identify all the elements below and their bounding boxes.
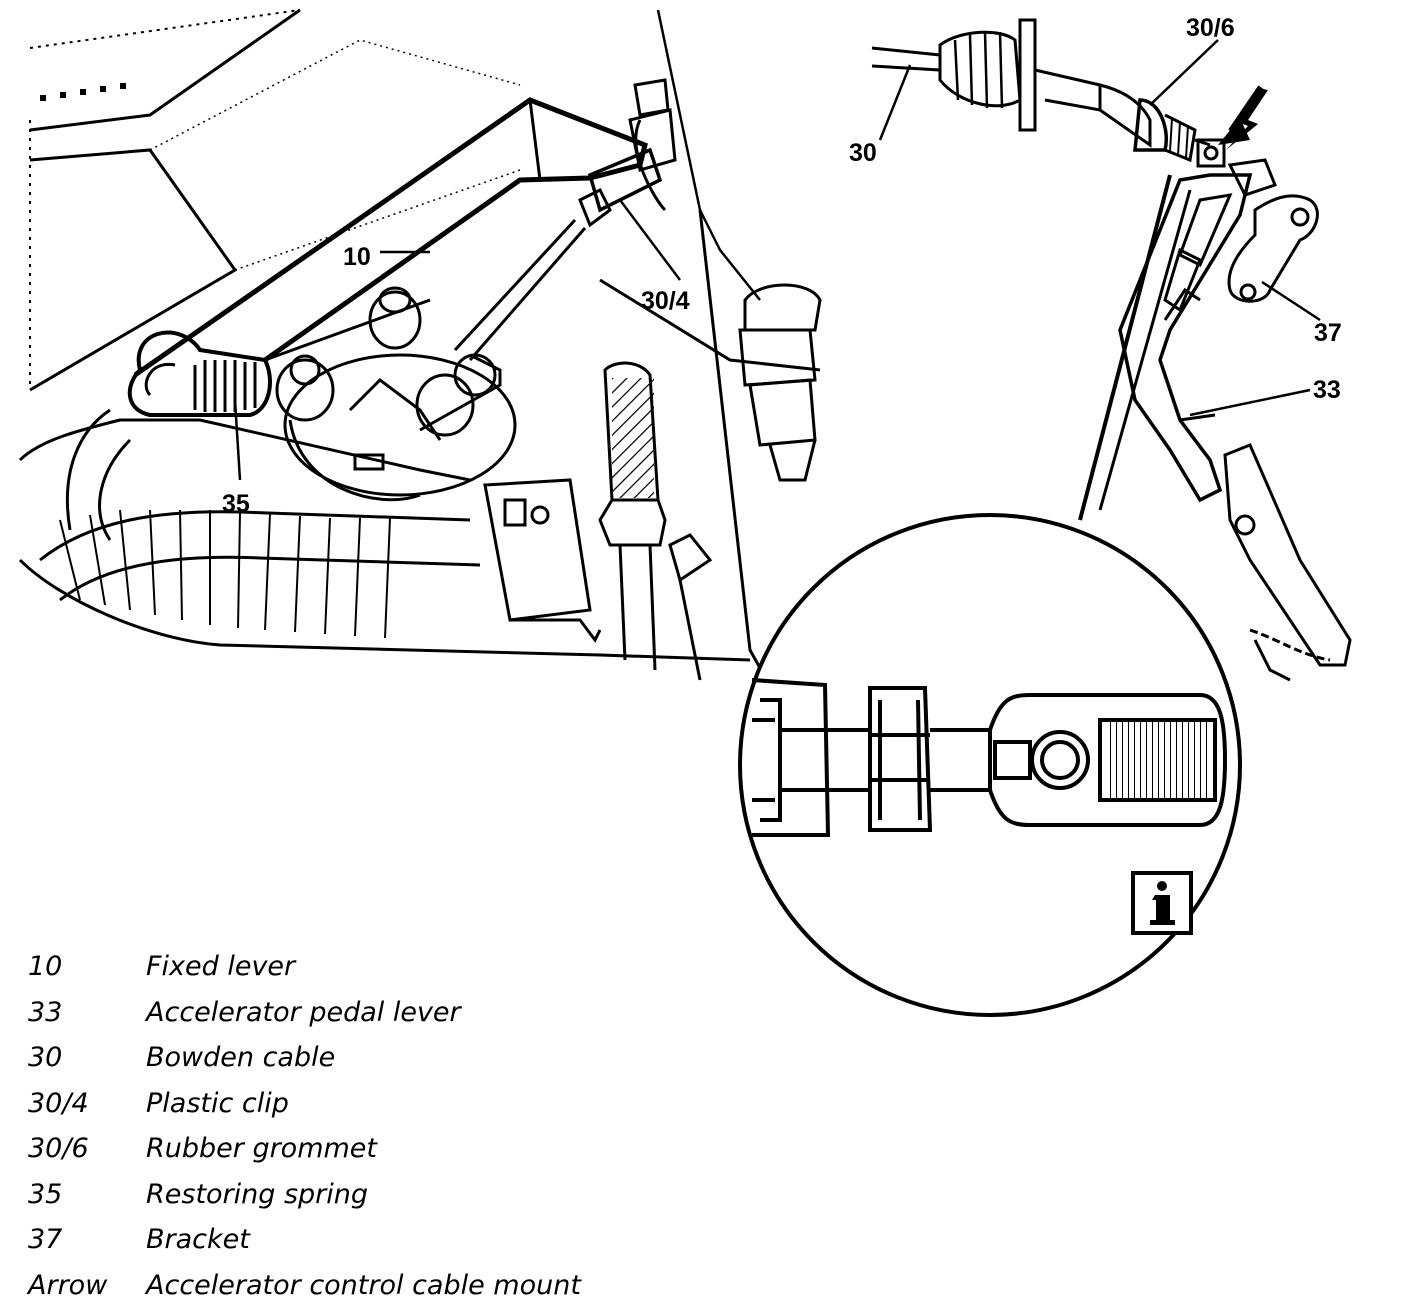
legend-key: Arrow — [28, 1269, 108, 1301]
legend-key: 33 — [28, 996, 63, 1028]
callout-33: 33 — [1313, 376, 1341, 404]
parts-legend: 10 Fixed lever 33 Accelerator pedal leve… — [28, 944, 581, 1308]
callout-30: 30 — [849, 139, 877, 167]
legend-row: 35 Restoring spring — [28, 1172, 581, 1218]
info-icon — [1131, 871, 1193, 935]
legend-row: 30 Bowden cable — [28, 1035, 581, 1081]
legend-key: 30 — [28, 1042, 63, 1074]
legend-description: Accelerator control cable mount — [146, 1269, 581, 1301]
callout-37: 37 — [1314, 319, 1342, 347]
legend-description: Bowden cable — [146, 1042, 336, 1074]
legend-description: Rubber grommet — [146, 1133, 378, 1165]
callout-30-4: 30/4 — [641, 287, 690, 315]
legend-description: Plastic clip — [146, 1087, 289, 1119]
legend-row: 30/6 Rubber grommet — [28, 1126, 581, 1172]
pedal-assembly-drawing — [871, 18, 1352, 682]
detail-magnifier — [738, 513, 1242, 1017]
legend-description: Restoring spring — [146, 1178, 369, 1210]
legend-key: 35 — [28, 1178, 63, 1210]
leader-lines — [233, 39, 1321, 481]
legend-row: 37 Bracket — [28, 1217, 581, 1263]
callout-35: 35 — [222, 490, 250, 518]
legend-key: 30/6 — [28, 1133, 89, 1165]
callout-30-6: 30/6 — [1186, 14, 1235, 42]
legend-row: Arrow Accelerator control cable mount — [28, 1263, 581, 1309]
legend-description: Accelerator pedal lever — [146, 996, 461, 1028]
legend-row: 10 Fixed lever — [28, 944, 581, 990]
engine-compartment-drawing — [18, 8, 822, 681]
arrow-indicator — [1218, 85, 1268, 150]
callout-10: 10 — [343, 243, 371, 271]
legend-key: 37 — [28, 1224, 63, 1256]
legend-description: Bracket — [146, 1224, 250, 1256]
legend-description: Fixed lever — [146, 951, 296, 983]
legend-key: 30/4 — [28, 1087, 89, 1119]
legend-row: 33 Accelerator pedal lever — [28, 990, 581, 1036]
legend-key: 10 — [28, 951, 63, 983]
legend-row: 30/4 Plastic clip — [28, 1081, 581, 1127]
